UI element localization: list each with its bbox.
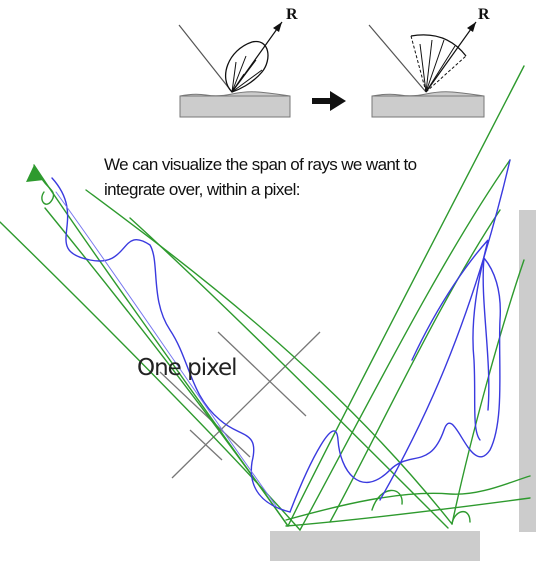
green-incident-ray-3 [0,221,301,531]
green-reflected-ray-2 [299,159,511,531]
reflection-direction-right [425,21,477,93]
cone-edge-right [425,55,467,93]
cone-diagram [368,21,485,118]
wall-surface [519,210,536,532]
green-ground-stroke-2 [285,497,531,527]
pixel-extent-lines [159,331,321,479]
green-reflected-ray-3 [329,209,501,523]
green-reflected-ray-1 [287,65,525,527]
rough-surface-right [371,91,485,118]
blue-long-ray [379,159,511,501]
blue-scribble-right [411,239,489,441]
lobe-ray-4 [231,69,263,93]
incident-ray-right [368,24,427,93]
reflection-arrowhead-right [467,22,476,32]
green-ray-bundle [0,65,531,531]
caption-line-2: integrate over, within a pixel: [104,180,301,199]
right-arrow-icon [312,91,346,111]
green-reflected-ray-4 [451,259,525,525]
rough-surface-left [179,91,291,118]
green-arrowhead [26,165,44,182]
cone-arc [410,34,467,57]
pixel-label: One pixel [137,355,238,381]
reflection-arrowhead-left [273,22,282,32]
floor-surface [270,531,480,561]
blue-thin-ray [55,191,277,507]
reflection-direction-left [231,21,283,93]
lobe-ray-2 [231,55,247,93]
cone-ray-1 [419,43,427,93]
cone-ray-2 [425,39,433,93]
green-incident-ray-5 [129,217,449,529]
incident-ray-left [178,24,233,93]
blue-wavy-ray-1 [51,177,291,513]
caption-line-1: We can visualize the span of rays we wan… [104,155,417,174]
green-loop-1 [371,489,403,511]
cone-ray-3 [425,39,445,93]
lobe-diagram [178,21,291,118]
blue-ray-bundle [51,159,511,513]
green-ground-stroke-1 [285,475,531,521]
reflection-label-left: R [286,6,298,23]
green-loop-2 [451,511,471,525]
diagram-caption: We can visualize the span of rays we wan… [104,152,514,202]
reflection-label-right: R [478,6,490,23]
lobe-ray-1 [231,61,237,93]
reflection-lobe [224,40,269,93]
green-squiggle-top [39,174,55,205]
